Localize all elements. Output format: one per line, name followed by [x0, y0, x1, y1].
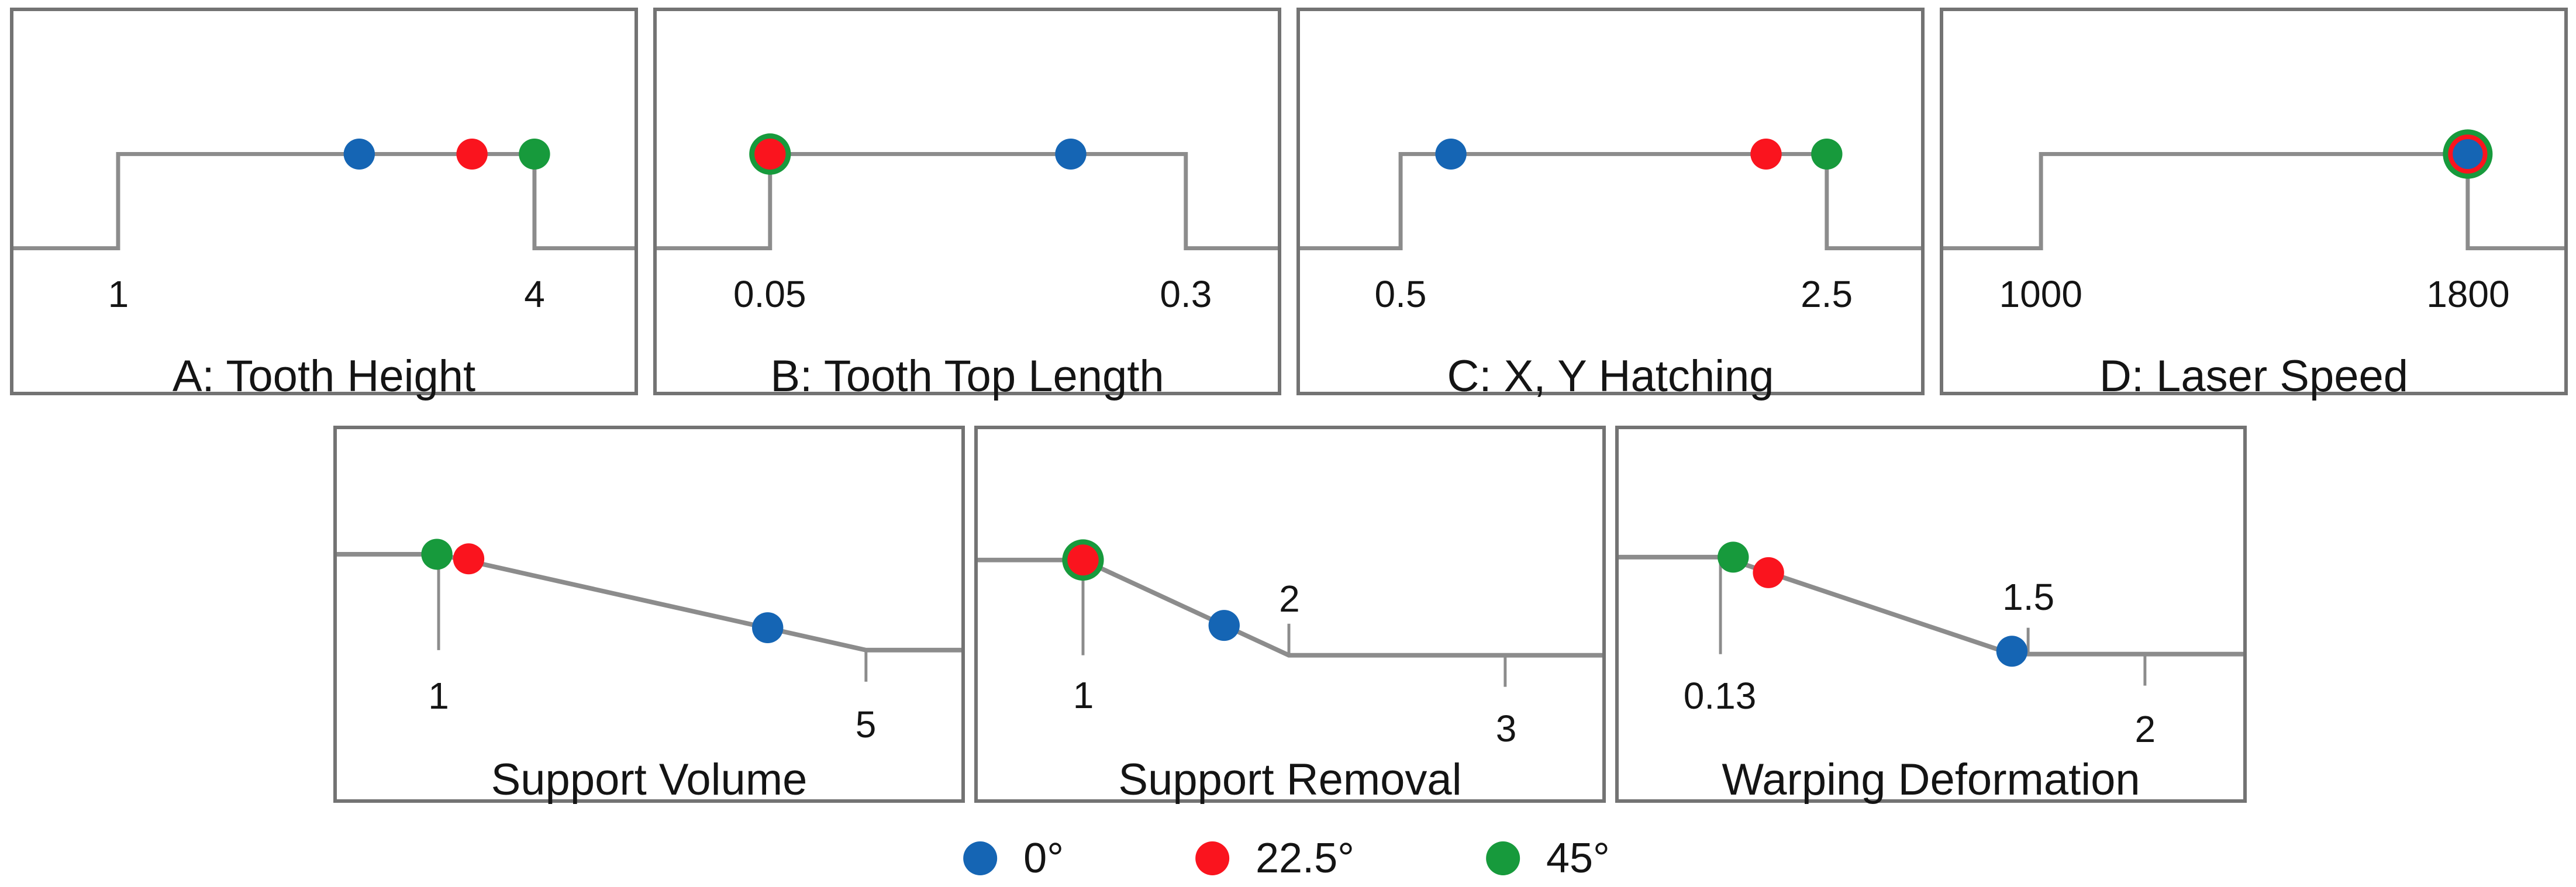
laser-speed-shape [1943, 129, 2564, 250]
marker-dot-blue [1435, 138, 1467, 170]
panel-support-volume: 1 5 Support Volume [333, 426, 965, 803]
tick-label-max: 2.5 [1801, 273, 1853, 315]
panel-title: C: X, Y Hatching [1447, 351, 1774, 401]
tick-label-2: 2 [2134, 708, 2156, 750]
panel-support-removal: 1 2 3 Support Removal [974, 426, 1606, 803]
tick-label-1: 1 [428, 675, 449, 717]
panel-c-xy-hatching: 0.5 2.5 C: X, Y Hatching [1296, 8, 1925, 399]
tooth-height-shape [13, 138, 634, 250]
legend-dot-blue-icon [963, 841, 998, 875]
tooth-top-length-shape [657, 133, 1278, 250]
panel-warping-deformation: 0.13 1.5 2 Warping Deformation [1615, 426, 2247, 803]
marker-dot-red [1753, 557, 1784, 588]
marker-dot-blue [2453, 139, 2483, 170]
marker-dot-red [1750, 138, 1782, 170]
marker-dot-blue [343, 138, 375, 170]
tick-label-max: 0.3 [1160, 273, 1212, 315]
support-volume-shape [337, 539, 961, 682]
tick-label-min: 1 [108, 273, 129, 315]
legend-dot-red-icon [1195, 841, 1230, 875]
legend-item-0deg: 0° [963, 837, 1064, 879]
panel-d-laser-speed: 1000 1800 D: Laser Speed [1940, 8, 2568, 399]
legend-label: 0° [1023, 835, 1064, 882]
tick-label-min: 0.5 [1374, 273, 1427, 315]
marker-dot-blue [752, 612, 784, 644]
marker-dot-red [1067, 544, 1099, 576]
support-removal-shape [978, 539, 1602, 687]
marker-dot-green [421, 539, 453, 570]
marker-dot-red [754, 138, 786, 170]
tick-label-max: 4 [524, 273, 545, 315]
tick-label-1: 1 [1073, 674, 1094, 716]
legend-label: 22.5° [1256, 835, 1354, 882]
marker-dot-blue [1055, 138, 1087, 170]
tick-label-013: 0.13 [1683, 675, 1757, 717]
panel-title: Warping Deformation [1722, 755, 2140, 805]
marker-dot-blue [1208, 610, 1240, 641]
panel-title: D: Laser Speed [2099, 351, 2409, 401]
tick-label-5: 5 [855, 703, 877, 746]
panel-title: Support Volume [491, 755, 808, 805]
marker-dot-blue [1996, 636, 2028, 667]
marker-dot-red [453, 543, 485, 575]
legend: 0° 22.5° 45° [963, 837, 1610, 879]
legend-dot-green-icon [1485, 841, 1520, 875]
tick-label-min: 0.05 [733, 273, 806, 315]
tick-label-2: 2 [1279, 578, 1300, 620]
legend-item-45deg: 45° [1485, 835, 1610, 882]
panel-b-tooth-top-length: 0.05 0.3 B: Tooth Top Length [653, 8, 1281, 399]
xy-hatching-shape [1300, 138, 1921, 250]
marker-dot-green [1811, 138, 1843, 170]
tick-label-15: 1.5 [2002, 576, 2055, 618]
marker-dot-green [1718, 541, 1749, 573]
marker-dot-green [519, 138, 550, 170]
tick-label-max: 1800 [2426, 273, 2510, 315]
tick-label-3: 3 [1495, 707, 1517, 750]
panel-title: A: Tooth Height [172, 351, 476, 401]
marker-dot-red [456, 138, 488, 170]
tick-label-min: 1000 [1999, 273, 2082, 315]
panel-title: B: Tooth Top Length [770, 351, 1164, 401]
panel-title: Support Removal [1118, 755, 1462, 805]
warping-deformation-shape [1619, 541, 2243, 686]
legend-label: 45° [1546, 835, 1610, 882]
panel-a-tooth-height: 1 4 A: Tooth Height [10, 8, 638, 399]
legend-item-22-5deg: 22.5° [1195, 837, 1354, 879]
